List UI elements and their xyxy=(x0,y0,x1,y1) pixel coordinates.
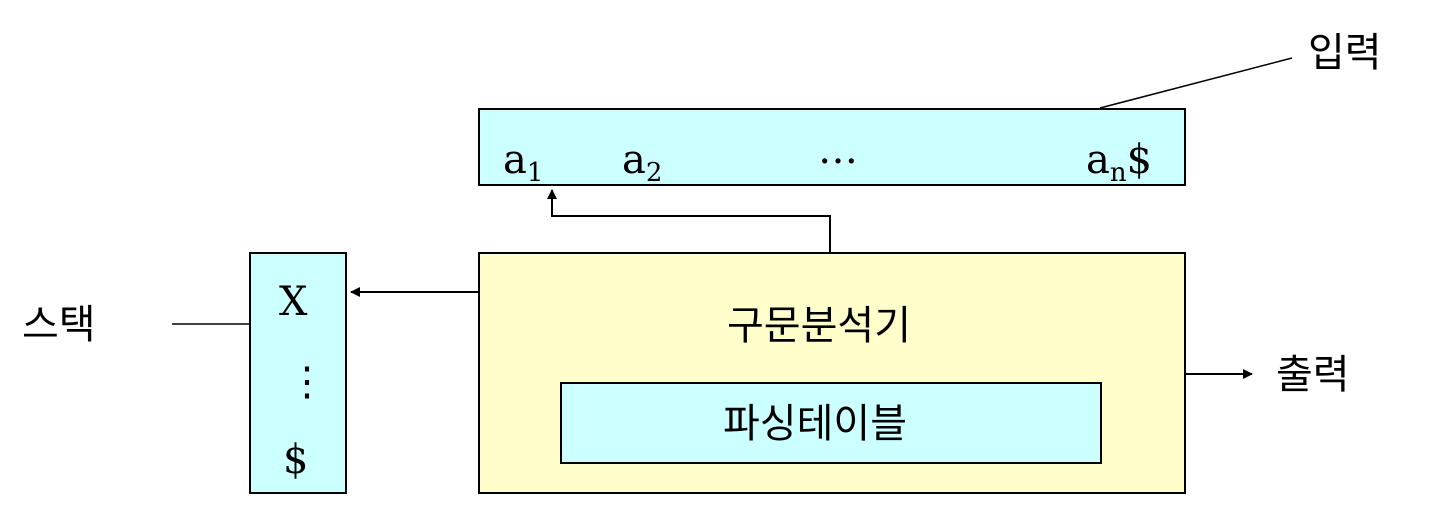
input-tape xyxy=(478,108,1186,186)
stack-box xyxy=(249,252,347,494)
output-label: 출력 xyxy=(1276,352,1350,398)
input-ellipsis: … xyxy=(818,127,858,173)
stack-label: 스택 xyxy=(22,302,96,348)
stack-vertical-ellipsis: ⋮ xyxy=(287,359,327,405)
parsing-table-box xyxy=(560,382,1102,464)
input-symbol-a1: a1 xyxy=(503,137,544,188)
stack-top-symbol: X xyxy=(279,279,308,325)
input-callout-line xyxy=(1099,57,1293,109)
parsing-table-label: 파싱테이블 xyxy=(723,401,907,447)
input-symbol-a2: a2 xyxy=(622,137,663,188)
parser-label: 구문분석기 xyxy=(727,303,911,349)
stack-bottom-symbol: $ xyxy=(283,437,309,483)
input-pointer-arrow xyxy=(547,189,831,252)
input-symbol-an-end: an$ xyxy=(1086,137,1153,188)
input-label: 입력 xyxy=(1308,30,1382,76)
